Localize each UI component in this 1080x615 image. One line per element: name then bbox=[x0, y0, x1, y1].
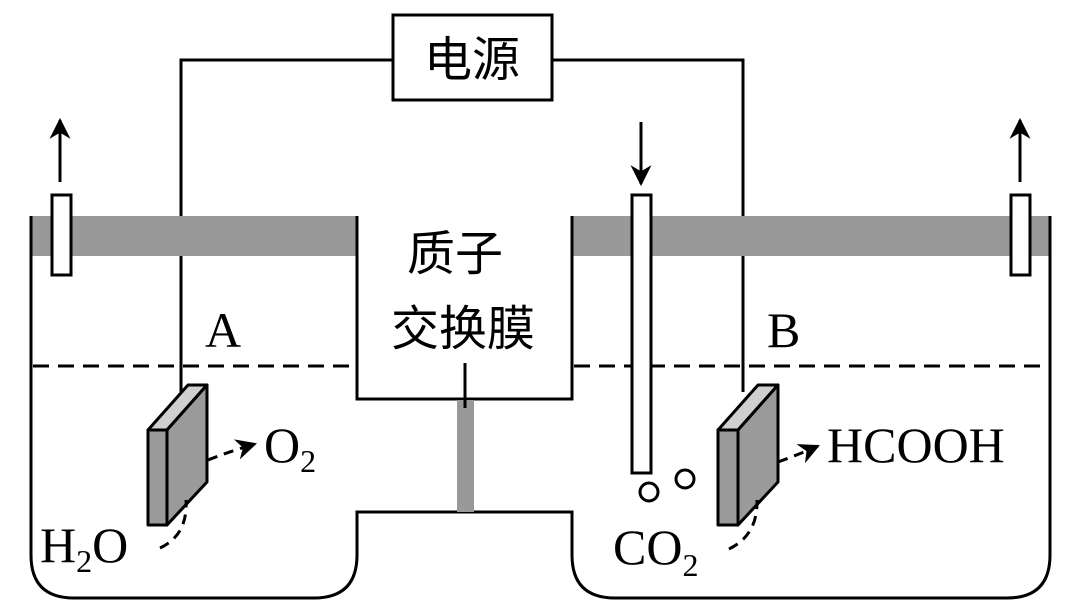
label-hcooh: HCOOH bbox=[827, 417, 1005, 473]
gas-tubes bbox=[50, 193, 1032, 475]
electrode-b bbox=[716, 383, 780, 527]
reaction-path-left-out-icon bbox=[207, 439, 258, 462]
tube-left bbox=[50, 193, 73, 277]
tube-middle bbox=[630, 193, 653, 475]
reaction-path-right-in bbox=[728, 499, 759, 551]
membrane-label-line2: 交换膜 bbox=[391, 301, 535, 357]
power-source-label: 电源 bbox=[424, 32, 520, 88]
wire-right bbox=[552, 58, 745, 392]
circuit-wires bbox=[179, 58, 745, 392]
proton-exchange-membrane bbox=[457, 400, 474, 512]
label-h2o: H2O bbox=[40, 517, 128, 579]
membrane-label-line1: 质子 bbox=[407, 226, 503, 282]
bubble-icon bbox=[674, 468, 696, 490]
reaction-path-left-in bbox=[159, 499, 188, 550]
power-source-box bbox=[391, 13, 554, 102]
electrode-a-label: A bbox=[205, 302, 241, 358]
electrode-b-front bbox=[716, 428, 740, 527]
label-co2: CO2 bbox=[613, 519, 698, 583]
reaction-path-right-out-icon bbox=[777, 444, 820, 464]
tube-right bbox=[1009, 193, 1032, 277]
label-o2: O2 bbox=[264, 417, 316, 479]
electrode-b-label: B bbox=[767, 302, 800, 358]
wire-left bbox=[179, 58, 393, 392]
power-source: 电源 bbox=[391, 13, 554, 102]
electrode-a bbox=[146, 383, 209, 527]
bubble-icon bbox=[638, 481, 660, 503]
electrode-a-front bbox=[146, 428, 169, 527]
lid-left bbox=[31, 216, 357, 256]
